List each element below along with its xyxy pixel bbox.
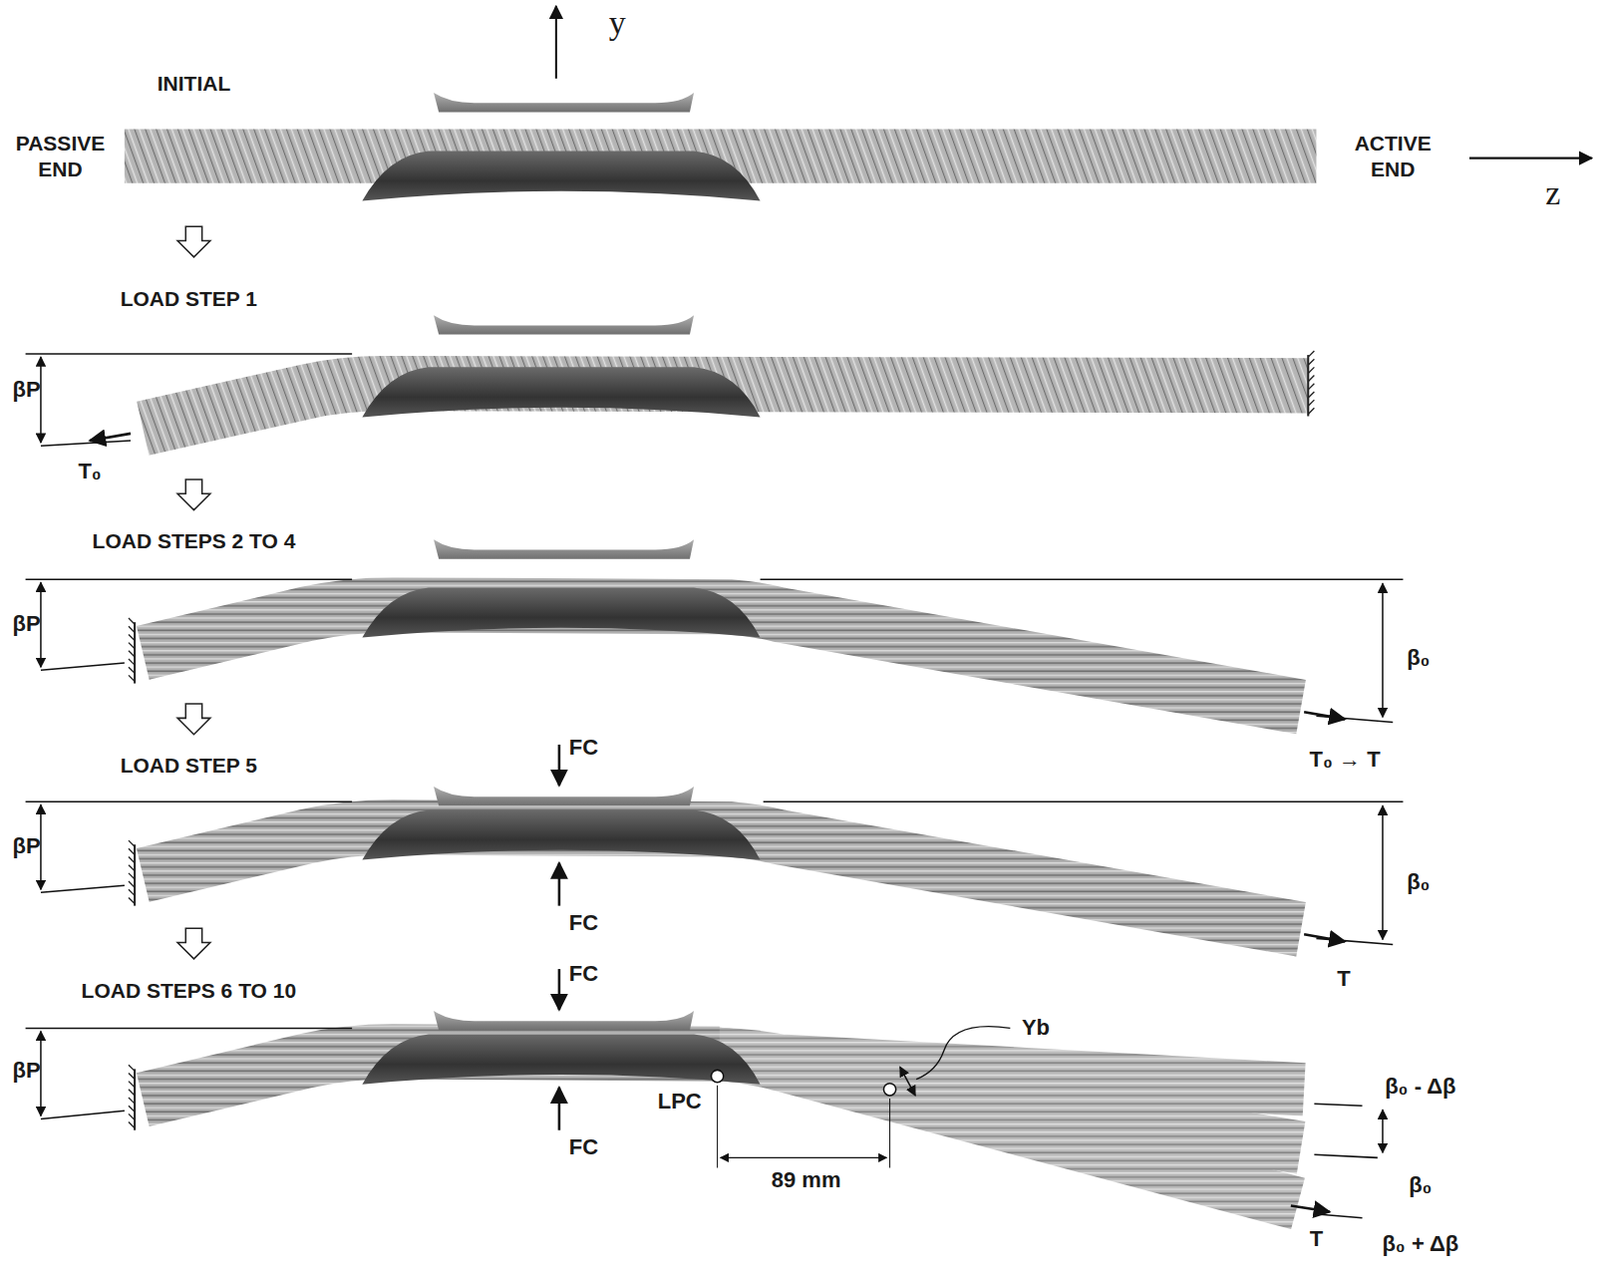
step-heading: LOAD STEP 1 [120, 287, 258, 312]
angle-label: β₀ - Δβ [1384, 1073, 1456, 1100]
force-label: T₀ → T [1309, 746, 1381, 773]
axis-label: z [1545, 174, 1561, 213]
point-label: LPC [657, 1088, 702, 1115]
angle-label: β₀ + Δβ [1381, 1231, 1459, 1258]
state-heading: INITIAL [157, 71, 232, 96]
angle-label: β₀ [1408, 1172, 1432, 1199]
angle-label: βP [12, 833, 41, 860]
step-heading: LOAD STEPS 2 TO 4 [92, 529, 297, 554]
step-heading: LOAD STEPS 6 TO 10 [81, 978, 298, 1003]
end-label: ACTIVE END [1335, 129, 1451, 183]
force-label: FC [569, 910, 599, 937]
angle-label: β₀ [1406, 644, 1430, 671]
angle-label: β₀ [1406, 869, 1430, 896]
displacement-label: Yb [1021, 1014, 1050, 1041]
step-heading: LOAD STEP 5 [120, 753, 258, 778]
force-label: FC [569, 1134, 599, 1161]
force-label: T [1309, 1226, 1323, 1253]
angle-label: βP [12, 611, 41, 638]
force-label: T₀ [77, 458, 101, 485]
end-label: PASSIVE END [2, 129, 118, 183]
force-label: T [1336, 965, 1350, 992]
force-label: FC [569, 960, 599, 987]
dimension-label: 89 mm [771, 1167, 842, 1194]
angle-label: βP [12, 1057, 41, 1084]
force-label: FC [569, 734, 599, 761]
axis-label: y [609, 3, 627, 42]
angle-label: βP [12, 376, 41, 403]
